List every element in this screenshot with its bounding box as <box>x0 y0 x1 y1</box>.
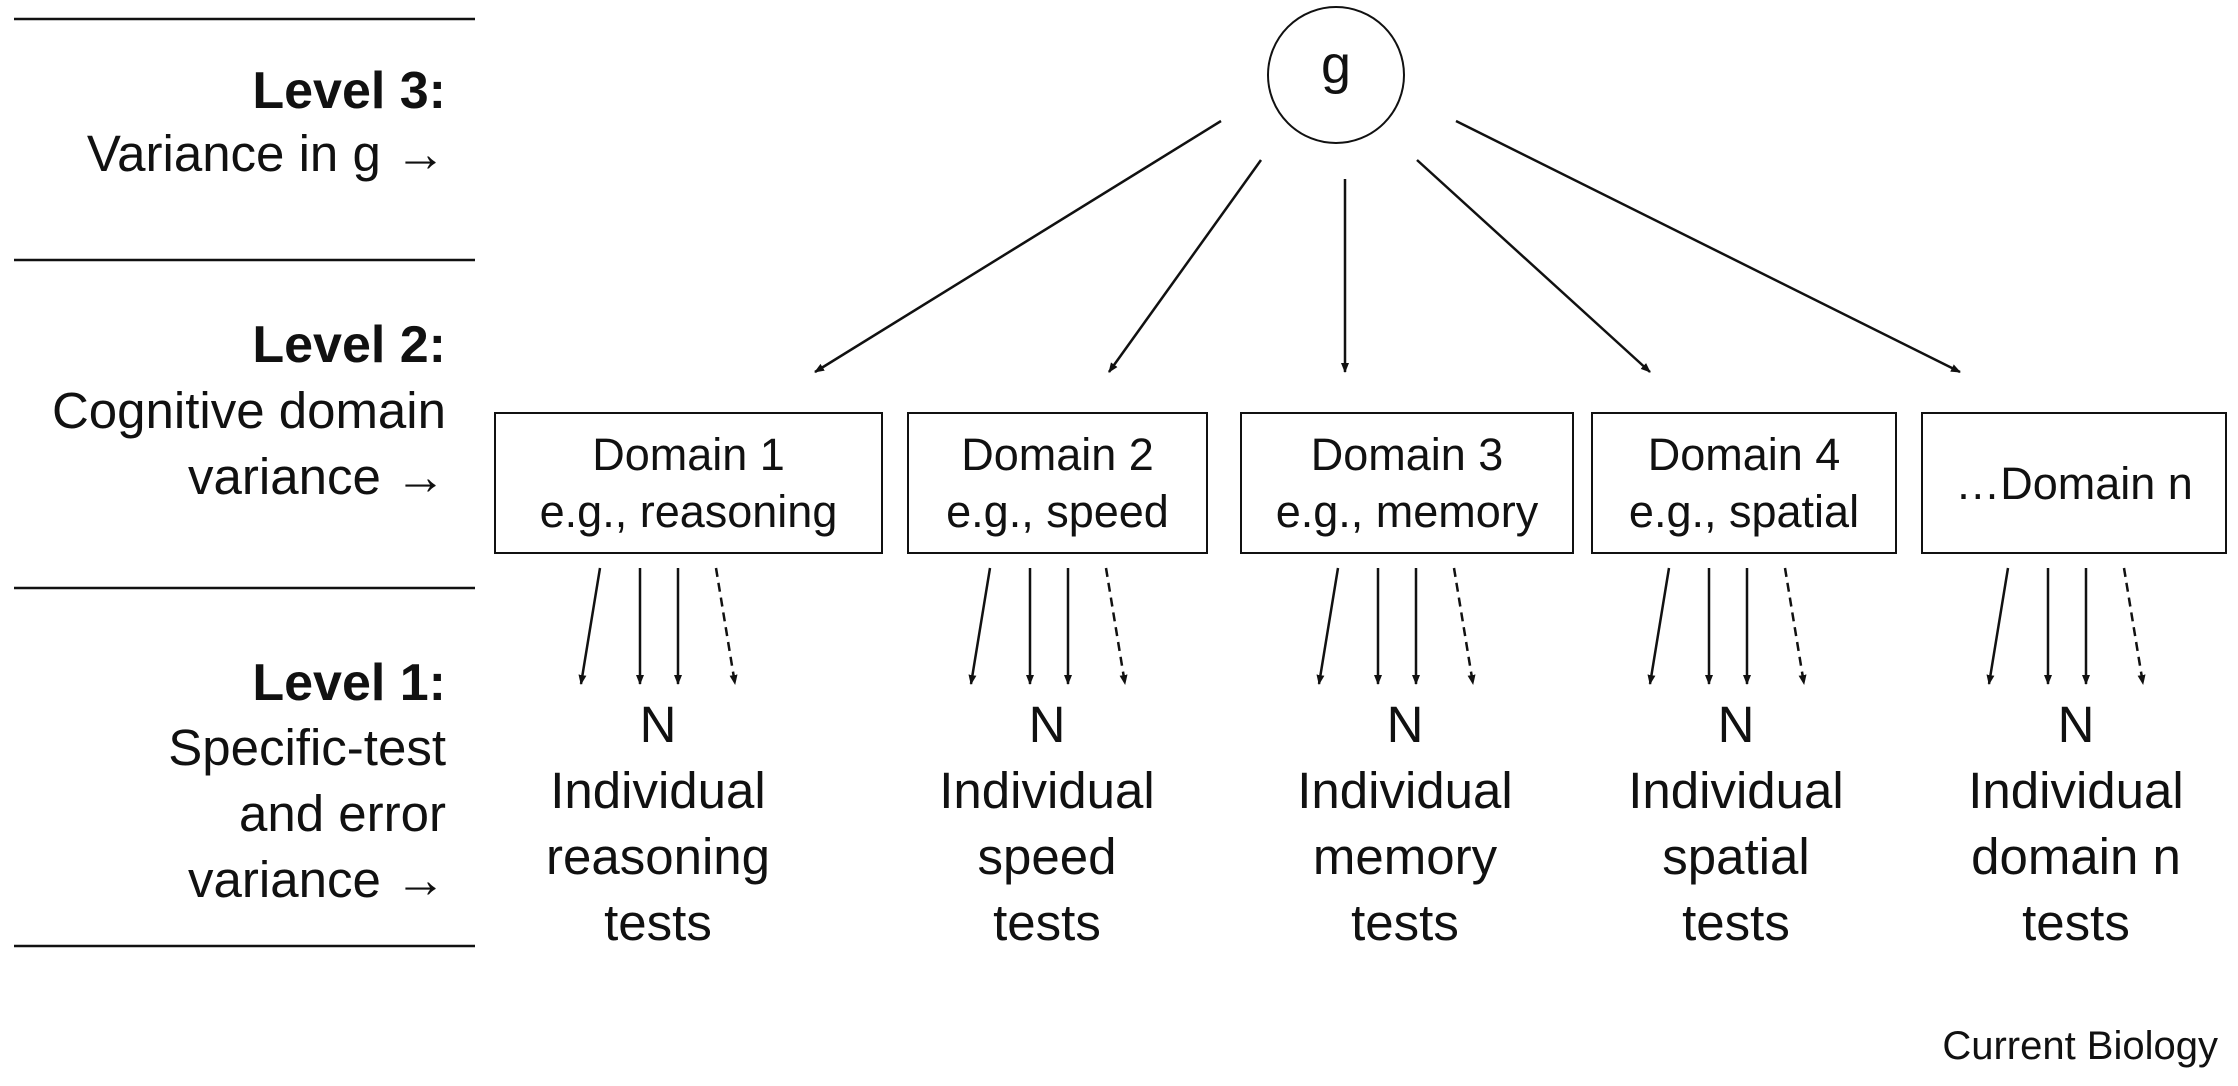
tests-group-4: N Individual spatial tests <box>1586 692 1886 956</box>
tests-line: Individual <box>1968 762 2184 819</box>
domain-box-4: Domain 4 e.g., spatial <box>1591 412 1897 554</box>
test-arrow <box>1986 567 2010 685</box>
level-2-description-line-2: variance → <box>188 448 446 505</box>
tests-group-3: N Individual memory tests <box>1255 692 1555 956</box>
level-2-description-line-1: Cognitive domain <box>51 382 446 439</box>
level-1-description-line-2: and error <box>239 785 446 842</box>
g-to-domain-1-arrow <box>814 119 1222 374</box>
tests-line: tests <box>993 894 1101 951</box>
test-arrow <box>968 567 992 685</box>
domain-box-n: …Domain n <box>1921 412 2227 554</box>
g-node: g <box>1267 6 1405 144</box>
domain-name: Domain 1 <box>592 429 785 480</box>
tests-line: domain n <box>1971 828 2181 885</box>
domain-box-3: Domain 3 e.g., memory <box>1240 412 1574 554</box>
domain-box-1: Domain 1 e.g., reasoning <box>494 412 883 554</box>
level-2-title: Level 2: <box>252 316 446 374</box>
tests-group-1: N Individual reasoning tests <box>508 692 808 956</box>
test-arrow <box>1316 567 1340 685</box>
level-3-title: Level 3: <box>252 62 446 120</box>
test-arrow-dashed <box>1452 567 1476 685</box>
tests-line: tests <box>604 894 712 951</box>
domain-name: Domain 2 <box>961 429 1154 480</box>
level-1-title: Level 1: <box>252 654 446 712</box>
test-arrow-dashed <box>714 567 738 685</box>
g-to-domain-arrows <box>814 119 1961 374</box>
tests-line: Individual <box>1297 762 1513 819</box>
test-arrow <box>1647 567 1671 685</box>
test-arrow <box>578 567 602 685</box>
test-arrow-dashed <box>1783 567 1807 685</box>
domain-name: Domain 3 <box>1310 429 1504 480</box>
domain-name: …Domain n <box>1955 457 2193 509</box>
level-1-description-line-1: Specific-test <box>168 719 446 776</box>
tests-line: Individual <box>550 762 766 819</box>
tests-count: N <box>2057 696 2095 753</box>
level-dividers <box>14 17 475 948</box>
tests-line: Individual <box>939 762 1155 819</box>
tests-line: tests <box>2022 894 2130 951</box>
tests-group-2: N Individual speed tests <box>897 692 1197 956</box>
test-arrow-dashed <box>1104 567 1128 685</box>
tests-line: Individual <box>1628 762 1844 819</box>
g-node-label: g <box>1320 35 1352 95</box>
test-arrow-group-5 <box>1986 567 2146 685</box>
tests-count: N <box>1717 696 1755 753</box>
g-to-domain-5-arrow <box>1455 119 1961 374</box>
domain-box-2: Domain 2 e.g., speed <box>907 412 1208 554</box>
domain-example: e.g., reasoning <box>539 486 838 537</box>
tests-line: reasoning <box>546 828 770 885</box>
test-arrow-dashed <box>2122 567 2146 685</box>
test-arrow-group-4 <box>1647 567 1807 685</box>
tests-count: N <box>1028 696 1066 753</box>
domain-example: e.g., spatial <box>1628 486 1860 537</box>
domain-to-test-arrows <box>578 567 2146 685</box>
tests-line: tests <box>1351 894 1459 951</box>
domain-name: Domain 4 <box>1647 429 1841 480</box>
g-to-domain-4-arrow <box>1416 159 1651 373</box>
tests-line: memory <box>1312 828 1498 885</box>
tests-line: tests <box>1682 894 1790 951</box>
g-to-domain-2-arrow <box>1107 159 1263 373</box>
tests-group-n: N Individual domain n tests <box>1926 692 2226 956</box>
tests-line: speed <box>977 828 1117 885</box>
domain-example: e.g., speed <box>946 486 1169 537</box>
test-arrow-group-1 <box>578 567 738 685</box>
tests-line: spatial <box>1662 828 1810 885</box>
journal-credit: Current Biology <box>1942 1024 2218 1068</box>
domain-example: e.g., memory <box>1275 486 1539 537</box>
test-arrow-group-2 <box>968 567 1128 685</box>
level-3-description: Variance in g → <box>86 125 446 182</box>
level-1-description-line-3: variance → <box>188 851 446 908</box>
tests-count: N <box>639 696 677 753</box>
test-arrow-group-3 <box>1316 567 1476 685</box>
tests-count: N <box>1386 696 1424 753</box>
